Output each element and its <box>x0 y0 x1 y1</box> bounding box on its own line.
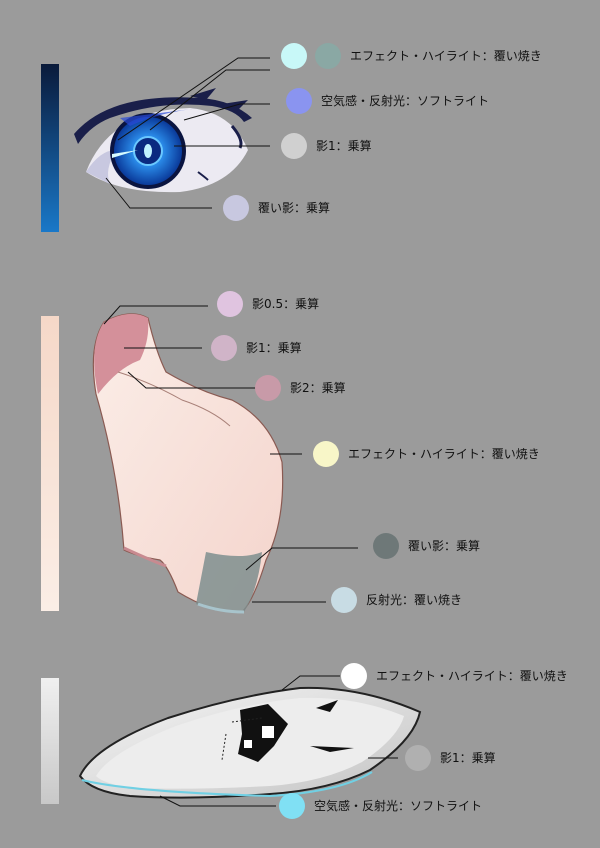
hand-layer-label-1: 影1：乗算 <box>246 341 302 355</box>
hand-swatch-1-color-0 <box>211 335 237 361</box>
hand-swatch-2-color-0 <box>255 375 281 401</box>
crystal-layer-label-2: 空気感・反射光：ソフトライト <box>314 799 483 813</box>
eye-swatch-1-color-0 <box>286 88 312 114</box>
hand-layer-label-0: 影0.5：乗算 <box>252 297 320 311</box>
hand-swatch-0-color-0 <box>217 291 243 317</box>
hand-layer-label-5: 反射光：覆い焼き <box>366 593 463 607</box>
eye-layer-label-1: 空気感・反射光：ソフトライト <box>321 94 490 108</box>
hand-swatch-5-color-0 <box>331 587 357 613</box>
hand-color-gradient-bar <box>41 316 59 611</box>
eye-layer-label-0: エフェクト・ハイライト：覆い焼き <box>350 49 542 63</box>
eye-swatch-2-color-0 <box>281 133 307 159</box>
leader-lines <box>103 57 398 807</box>
hand-swatch-3-color-0 <box>313 441 339 467</box>
hand-layer-label-3: エフェクト・ハイライト：覆い焼き <box>348 447 540 461</box>
hand-layer-label-4: 覆い影：乗算 <box>408 539 481 553</box>
hand-illustration <box>92 313 284 614</box>
eye-layer-label-3: 覆い影：乗算 <box>258 201 331 215</box>
eye-color-gradient-bar <box>41 64 59 232</box>
crystal-swatch-2-color-0 <box>279 793 305 819</box>
hand-swatch-4-color-0 <box>373 533 399 559</box>
crystal-layer-label-1: 影1：乗算 <box>440 751 496 765</box>
eye-illustration <box>74 88 252 193</box>
crystal-color-gradient-bar <box>41 678 59 804</box>
hand-layer-label-2: 影2：乗算 <box>290 381 346 395</box>
eye-swatch-0-color-0 <box>281 43 307 69</box>
eye-swatch-3-color-0 <box>223 195 249 221</box>
crystal-illustration <box>78 686 422 799</box>
crystal-swatch-0-color-0 <box>341 663 367 689</box>
crystal-layer-label-0: エフェクト・ハイライト：覆い焼き <box>376 669 568 683</box>
eye-layer-label-2: 影1：乗算 <box>316 139 372 153</box>
crystal-swatch-1-color-0 <box>405 745 431 771</box>
eye-swatch-0-color-1 <box>315 43 341 69</box>
